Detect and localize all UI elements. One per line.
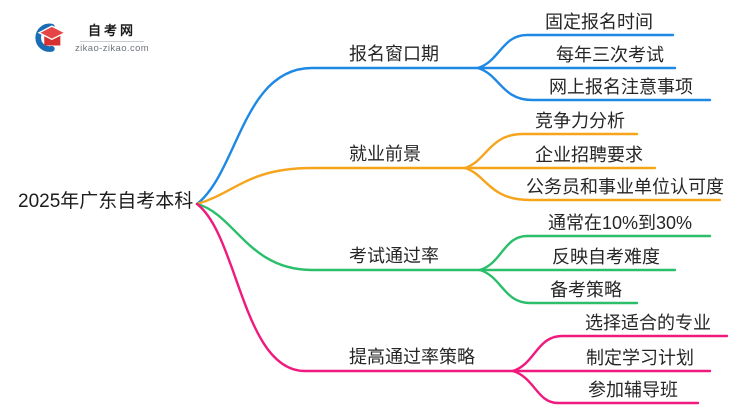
leaf-node-hiring-requirements[interactable]: 企业招聘要求 [535,145,643,165]
edge-branch-4-main [195,202,515,373]
logo-divider [80,41,145,42]
edge-branch-1-main [195,66,480,206]
leaf-node-tutoring-class[interactable]: 参加辅导班 [588,380,678,400]
branch-node-improve-strategy[interactable]: 提高通过率策略 [349,347,475,367]
branch-node-signup-window[interactable]: 报名窗口期 [349,44,439,64]
edge-branch-2-child-3 [463,166,722,202]
graduation-cap-logo-icon [35,23,66,52]
edge-branch-2-child-1 [463,132,639,170]
edge-branch-3-child-3 [478,268,639,305]
leaf-node-official-recognition[interactable]: 公务员和事业单位认可度 [526,177,724,197]
leaf-node-competitiveness[interactable]: 竞争力分析 [535,111,625,131]
leaf-node-choose-major[interactable]: 选择适合的专业 [585,313,711,333]
leaf-node-study-plan[interactable]: 制定学习计划 [586,348,694,368]
logo: 自考网 zikao-zikao.com [32,20,149,54]
logo-text: 自考网 zikao-zikao.com [75,20,149,54]
leaf-node-prep-strategy[interactable]: 备考策略 [550,280,622,300]
branch-node-pass-rate[interactable]: 考试通过率 [349,246,439,266]
logo-domain: zikao-zikao.com [75,43,150,54]
root-node[interactable]: 2025年广东自考本科 [18,191,194,212]
edge-branch-4-child-3 [511,369,700,405]
edge-branch-2-main [195,166,467,206]
logo-title: 自考网 [88,23,137,38]
branch-node-job-prospects[interactable]: 就业前景 [349,144,421,164]
leaf-node-three-exams-yearly[interactable]: 每年三次考试 [556,45,664,65]
edge-branch-4-child-1 [511,334,729,373]
leaf-node-difficulty[interactable]: 反映自考难度 [552,247,660,267]
leaf-node-online-signup-notes[interactable]: 网上报名注意事项 [549,77,693,97]
leaf-node-rate-range[interactable]: 通常在10%到30% [547,213,693,233]
edge-branch-1-child-3 [476,66,712,102]
edge-branch-3-main [195,202,482,272]
edge-branch-3-child-1 [478,234,712,272]
edge-branch-1-child-1 [476,33,675,70]
leaf-node-fixed-signup-time[interactable]: 固定报名时间 [545,12,653,32]
